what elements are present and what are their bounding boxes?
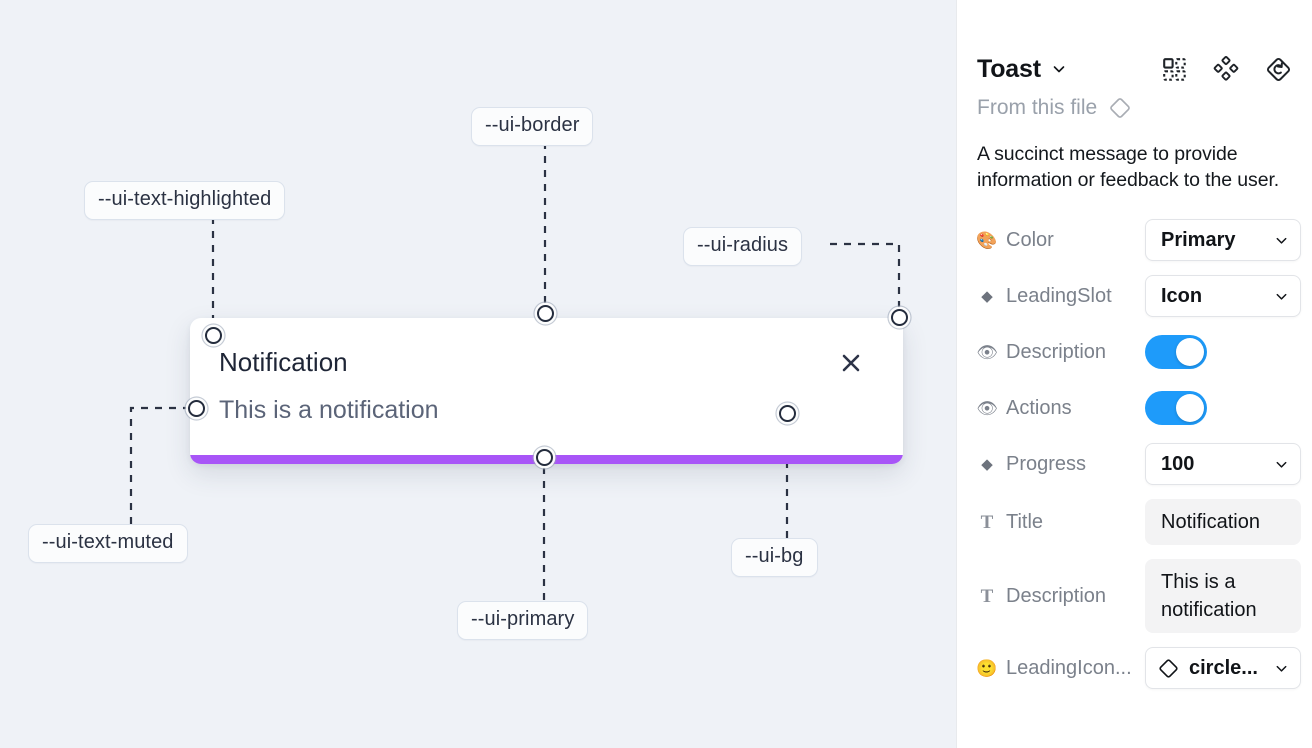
- handle-ui-bg[interactable]: [779, 405, 796, 422]
- leadingslot-select[interactable]: Icon: [1145, 275, 1301, 318]
- reset-instance-icon[interactable]: [1265, 56, 1292, 83]
- property-row-progress: ◆ Progress 100: [977, 443, 1301, 486]
- chevron-down-icon: [1274, 661, 1289, 676]
- property-label-color: 🎨 Color: [977, 228, 1054, 251]
- toast-preview-card[interactable]: Notification This is a notification: [190, 318, 903, 464]
- property-row-description-text: T Description This is a notification: [977, 559, 1301, 634]
- property-label-actions-toggle: 👁 Actions: [977, 396, 1072, 419]
- property-label-progress: ◆ Progress: [977, 453, 1145, 476]
- palette-emoji-icon: 🎨: [977, 230, 998, 250]
- token-pill-ui-primary[interactable]: --ui-primary: [457, 601, 589, 640]
- text-t-icon: T: [980, 585, 994, 607]
- panel-header: Toast: [977, 0, 1292, 86]
- toast-title: Notification: [219, 347, 348, 377]
- smiley-emoji-icon: 🙂: [977, 658, 998, 678]
- chevron-down-icon: [1274, 457, 1289, 472]
- description-toggle[interactable]: [1145, 335, 1207, 370]
- property-row-title: T Title Notification: [977, 499, 1301, 546]
- property-label-description-text: T Description: [977, 585, 1145, 608]
- handle-ui-primary[interactable]: [536, 449, 553, 466]
- property-list: 🎨 Color Primary ◆ LeadingSlot: [977, 219, 1301, 690]
- token-pill-ui-border[interactable]: --ui-border: [471, 107, 594, 146]
- diamond-icon: ◆: [981, 455, 993, 473]
- property-label-leadingslot: ◆ LeadingSlot: [977, 285, 1145, 308]
- variants-diamond-icon[interactable]: [1213, 56, 1239, 82]
- color-select[interactable]: Primary: [1145, 219, 1301, 262]
- design-canvas[interactable]: Notification This is a notification --ui…: [0, 0, 956, 748]
- from-this-file-label: From this file: [977, 96, 1098, 119]
- page-title: Toast: [977, 54, 1041, 83]
- handle-ui-border[interactable]: [537, 305, 554, 322]
- token-pill-ui-bg[interactable]: --ui-bg: [731, 538, 818, 577]
- component-set-icon[interactable]: [1162, 57, 1187, 82]
- from-this-file-row[interactable]: From this file: [977, 96, 1292, 120]
- leadingicon-select[interactable]: circle...: [1145, 647, 1301, 690]
- progress-select[interactable]: 100: [1145, 443, 1301, 486]
- handle-ui-text-muted[interactable]: [188, 400, 205, 417]
- property-row-leadingicon: 🙂 LeadingIcon... circle...: [977, 647, 1301, 690]
- property-row-leadingslot: ◆ LeadingSlot Icon: [977, 275, 1301, 318]
- title-input[interactable]: Notification: [1145, 499, 1301, 546]
- toggle-knob: [1176, 394, 1204, 423]
- property-label-title: T Title: [977, 511, 1145, 534]
- toggle-knob: [1176, 338, 1204, 367]
- chevron-down-icon: [1274, 289, 1289, 304]
- component-description: A succinct message to provide informatio…: [977, 143, 1280, 191]
- handle-ui-radius[interactable]: [891, 309, 908, 326]
- handle-ui-text-highlighted[interactable]: [205, 327, 222, 344]
- property-label-leadingicon: 🙂 LeadingIcon...: [977, 656, 1132, 679]
- toast-description: This is a notification: [219, 396, 439, 424]
- description-input[interactable]: This is a notification: [1145, 559, 1301, 634]
- component-diamond-icon: [1157, 657, 1180, 680]
- property-row-actions-toggle: 👁 Actions: [977, 387, 1292, 429]
- token-pill-ui-text-muted[interactable]: --ui-text-muted: [28, 524, 188, 563]
- eye-emoji-icon: 👁: [977, 342, 998, 362]
- properties-panel: Toast: [956, 0, 1312, 748]
- property-label-description-toggle: 👁 Description: [977, 340, 1107, 363]
- text-t-icon: T: [980, 511, 994, 533]
- close-x-icon[interactable]: [838, 350, 864, 376]
- diamond-icon: ◆: [981, 287, 993, 305]
- chevron-down-icon[interactable]: [1051, 61, 1067, 77]
- token-pill-ui-text-highlighted[interactable]: --ui-text-highlighted: [84, 181, 286, 220]
- eye-emoji-icon: 👁: [977, 398, 998, 418]
- panel-header-actions: [1162, 56, 1292, 83]
- property-row-description-toggle: 👁 Description: [977, 331, 1292, 373]
- component-diamond-icon: [1108, 96, 1132, 120]
- token-pill-ui-radius[interactable]: --ui-radius: [683, 227, 803, 266]
- actions-toggle[interactable]: [1145, 391, 1207, 426]
- property-row-color: 🎨 Color Primary: [977, 219, 1301, 262]
- chevron-down-icon: [1274, 233, 1289, 248]
